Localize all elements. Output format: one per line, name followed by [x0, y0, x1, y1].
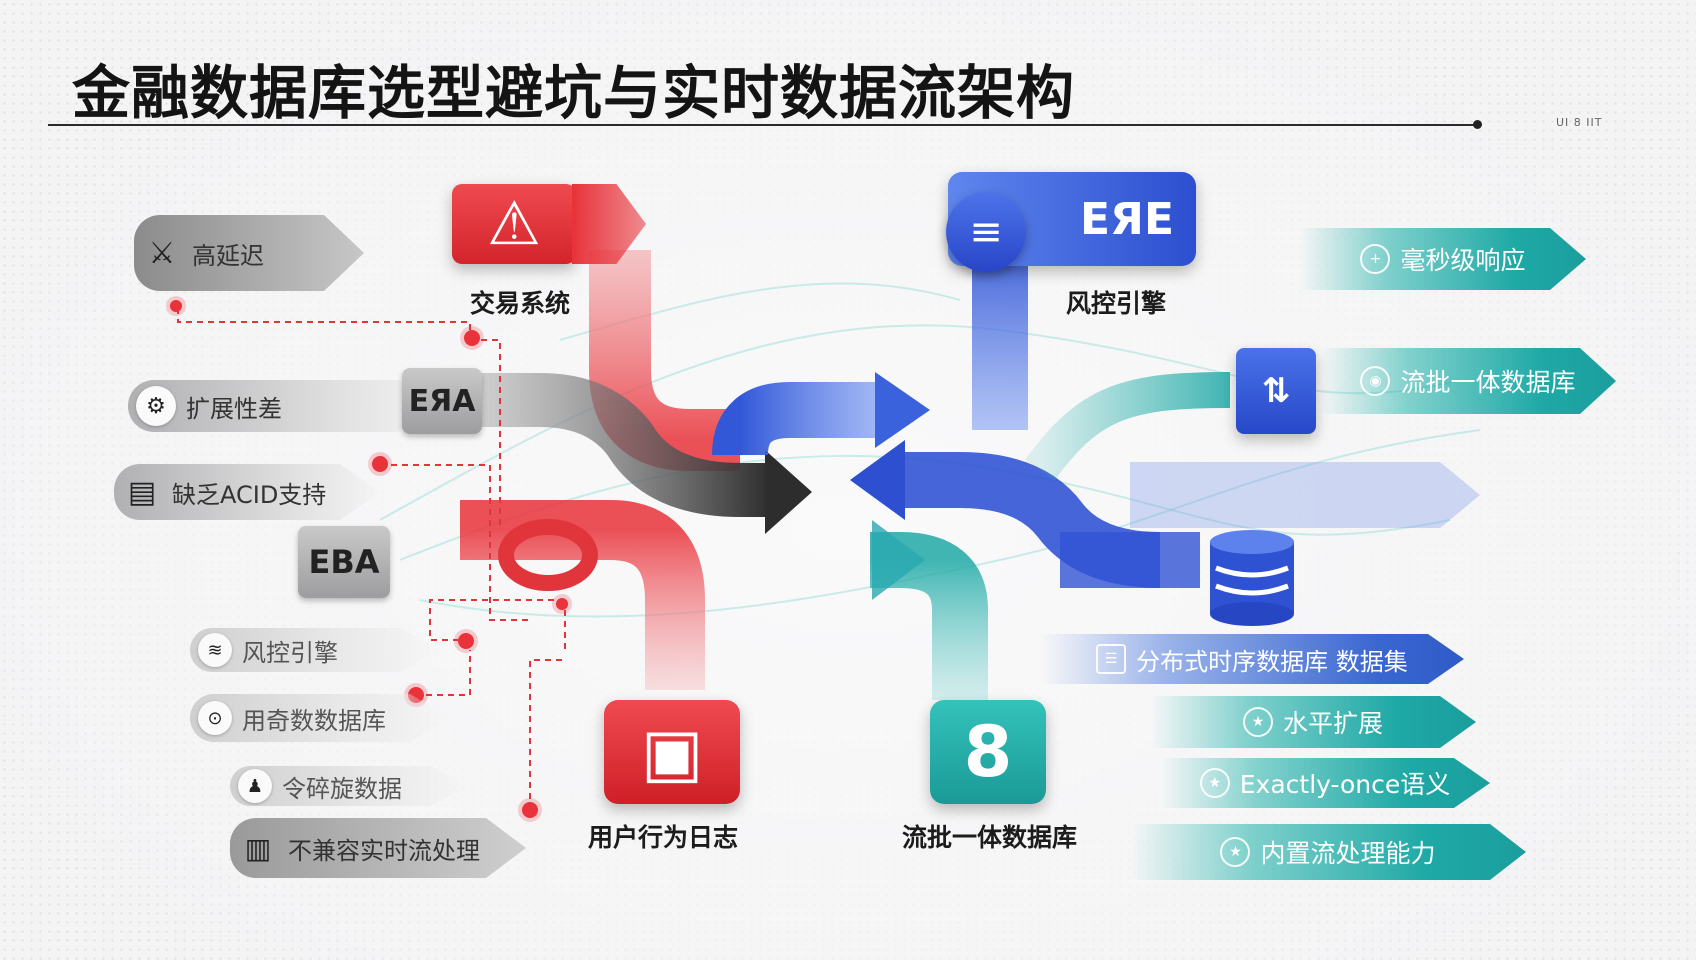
database-icon: ▤	[127, 474, 157, 510]
risk-engine-label: 风控引擎	[1066, 289, 1167, 318]
issue-tag-stream-incompatible: ▥ 不兼容实时流处理	[230, 818, 526, 878]
sync-icon: ⇅	[1261, 371, 1291, 411]
red-flow-behavior	[460, 500, 705, 690]
title-rule-endpoint	[1473, 120, 1482, 129]
grey-icon-box-bottom: ЕВА	[298, 526, 390, 598]
corner-tag: UI 8 IIT	[1556, 116, 1603, 129]
teal-arrowhead	[872, 520, 925, 600]
issue-tag-label: 扩展性差	[186, 394, 282, 423]
target-icon: ⊙	[198, 701, 232, 735]
issue-tag-label: 不兼容实时流处理	[288, 836, 480, 865]
benefit-tag-unified-db: ◉ 流批一体数据库	[1320, 348, 1616, 414]
lock-icon: ♟	[238, 769, 272, 803]
issue-tag-high-latency-icon: ⚔	[148, 235, 176, 271]
stream-icon: ≋	[198, 633, 232, 667]
trading-system-tile: ⚠	[452, 184, 576, 264]
connector-dot	[522, 802, 538, 818]
warning-icon: ⚠	[487, 189, 541, 259]
issue-tag-label: 高延迟	[192, 241, 264, 270]
star-icon: ★	[1243, 707, 1273, 737]
star-icon: ★	[1200, 768, 1230, 798]
batch-stream-tile: ⇅	[1236, 348, 1316, 434]
connector-dot	[170, 300, 182, 312]
issue-tag-poor-scalability: ⚙ 扩展性差	[128, 380, 438, 432]
connector-dot	[556, 598, 568, 610]
risk-engine-badge: ≡	[946, 192, 1026, 272]
benefit-label: 内置流处理能力	[1260, 839, 1436, 868]
plus-icon: +	[1360, 244, 1390, 274]
list-icon: ≡	[969, 209, 1003, 255]
user-behavior-label: 用户行为日志	[588, 823, 739, 852]
unified-database-label: 流批一体数据库	[902, 823, 1078, 852]
benefit-tag-exactly-once: ★ Exactly-once语义	[1160, 758, 1490, 808]
page-title: 金融数据库选型避坑与实时数据流架构	[72, 59, 1076, 127]
teal-flow-right	[1025, 372, 1231, 481]
issue-tag-no-acid: ▤ 缺乏ACID支持	[114, 464, 380, 520]
benefit-label: 毫秒级响应	[1400, 246, 1526, 275]
issue-tag-label: 用奇数数据库	[242, 706, 386, 735]
connector-dot	[464, 330, 480, 346]
issue-tag-risk-engine: ≋ 风控引擎	[190, 628, 440, 672]
red-dashed-connectors	[177, 308, 566, 810]
issue-tag-label: 令碎旋数据	[282, 774, 402, 803]
issue-tag-odd-database: ⊙ 用奇数数据库	[190, 694, 450, 742]
chart-icon: ▥	[244, 831, 272, 865]
tsdb-tag: ☰ 分布式时序数据库 数据集	[1040, 634, 1464, 684]
grey-flow-arrowhead	[765, 450, 812, 534]
benefit-tag-horizontal-scale: ★ 水平扩展	[1150, 696, 1476, 748]
blue-flow-right	[712, 382, 880, 457]
issue-tag-label: 风控引擎	[242, 638, 338, 667]
benefit-label: 流批一体数据库	[1400, 368, 1576, 397]
issue-tag-label: 缺乏ACID支持	[172, 480, 327, 509]
benefit-label: 水平扩展	[1282, 709, 1383, 738]
tsdb-label: 分布式时序数据库 数据集	[1136, 647, 1408, 676]
title-underline	[48, 124, 1478, 126]
risk-engine-icon: ЕЯЕ	[1080, 193, 1174, 245]
trading-system-label: 交易系统	[470, 289, 571, 318]
red-loop-knot	[498, 519, 598, 591]
blue-arrowhead-right	[875, 372, 930, 448]
unified-database-tile: 8	[930, 700, 1046, 804]
benefit-label: Exactly-once语义	[1239, 770, 1451, 799]
issue-tag-high-latency: ⚔ 高延迟	[134, 215, 364, 291]
connector-dot	[372, 456, 388, 472]
gear-icon: ⚙	[136, 386, 176, 426]
connector-dot	[458, 633, 474, 649]
user-behavior-tile: ▣	[604, 700, 740, 804]
database-cylinder-icon	[1210, 530, 1294, 626]
benefit-tag-ms-response: + 毫秒级响应	[1300, 228, 1586, 290]
benefit-tag-builtin-stream: ★ 内置流处理能力	[1130, 824, 1526, 880]
light-blue-arrow	[1130, 462, 1480, 528]
grey-icon-box-top: ЕЯА	[402, 368, 482, 434]
transfer-icon: 8	[963, 711, 1013, 793]
star-icon: ★	[1220, 837, 1250, 867]
record-icon: ◉	[1360, 366, 1390, 396]
log-icon: ▣	[640, 713, 704, 791]
database-small-icon: ☰	[1096, 644, 1126, 674]
issue-tag-fragmented-data: ♟ 令碎旋数据	[230, 766, 470, 806]
blue-arrowhead-left	[850, 440, 905, 520]
grey-flow	[420, 373, 770, 517]
